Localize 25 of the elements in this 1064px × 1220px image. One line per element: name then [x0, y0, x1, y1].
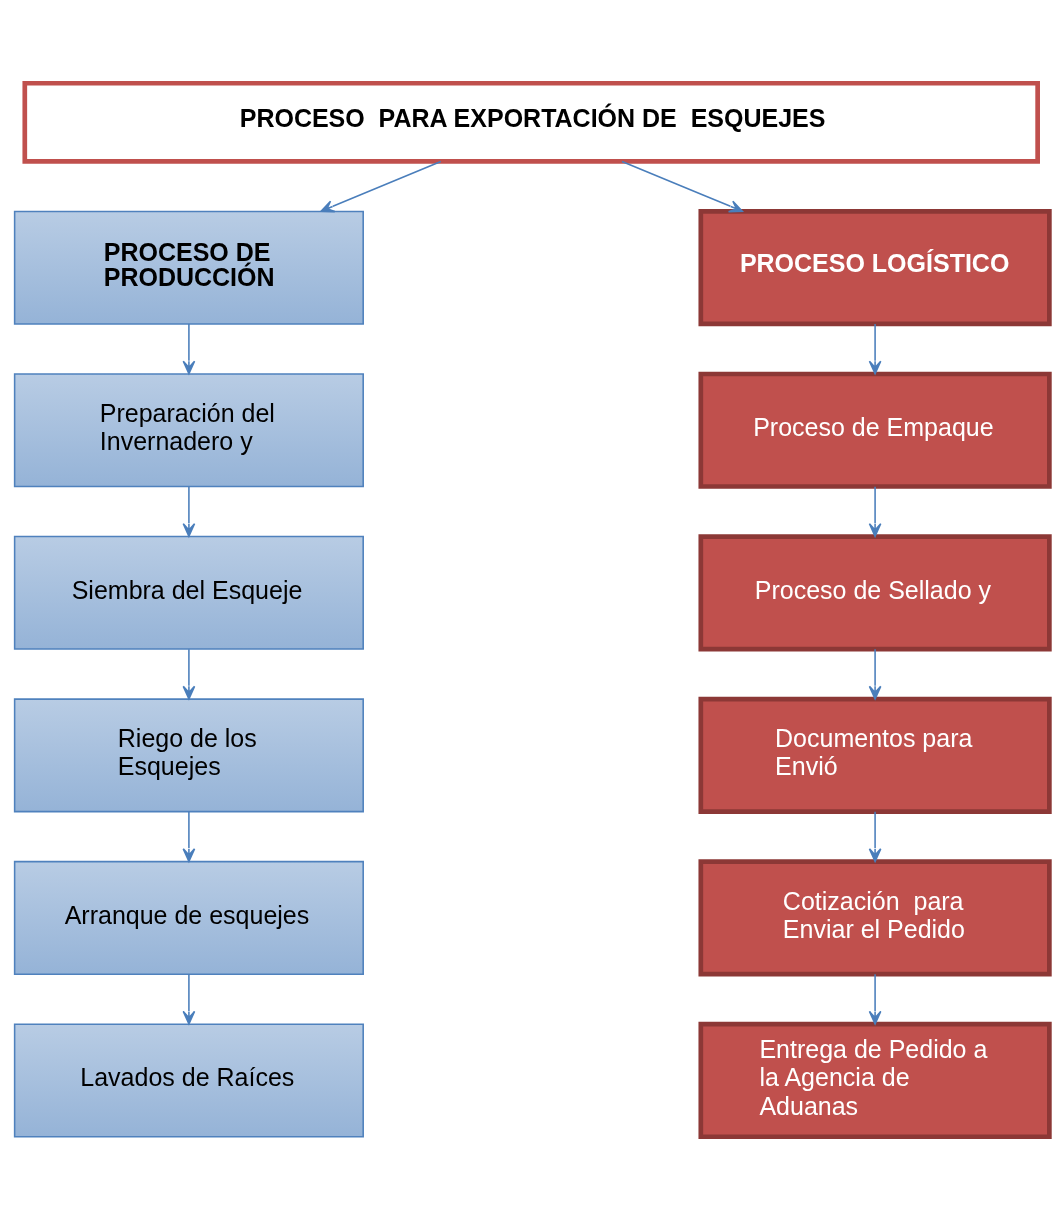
arrow	[868, 648, 882, 700]
node-box: Lavados de Raíces	[13, 1023, 364, 1138]
node-box: PROCESO PARA EXPORTACIÓN DE ESQUEJES	[22, 80, 1040, 164]
node-box: Proceso de Empaque	[698, 371, 1052, 489]
node-box: Cotización para Enviar el Pedido	[698, 859, 1052, 977]
node-box: Arranque de esquejes	[13, 860, 364, 975]
arrow	[621, 160, 744, 213]
arrow	[868, 811, 882, 863]
arrow	[182, 973, 196, 1025]
arrow	[868, 973, 882, 1025]
arrow	[320, 160, 442, 213]
arrow	[182, 811, 196, 863]
arrow	[868, 485, 882, 538]
node-box: PROCESO LOGÍSTICO	[698, 209, 1052, 327]
node-box: Documentos para Envió	[698, 696, 1052, 814]
arrow	[868, 323, 882, 375]
node-box: Proceso de Sellado y	[698, 534, 1052, 652]
arrow	[182, 485, 196, 538]
arrow	[182, 648, 196, 700]
node-box: Entrega de Pedido a la Agencia de Aduanas	[698, 1021, 1052, 1140]
node-box: Riego de los Esquejes	[13, 698, 364, 813]
node-box: PROCESO DE PRODUCCIÓN	[13, 210, 364, 325]
arrow	[182, 323, 196, 375]
node-box: Preparación del Invernadero y	[13, 373, 364, 488]
node-box: Siembra del Esqueje	[13, 535, 364, 650]
